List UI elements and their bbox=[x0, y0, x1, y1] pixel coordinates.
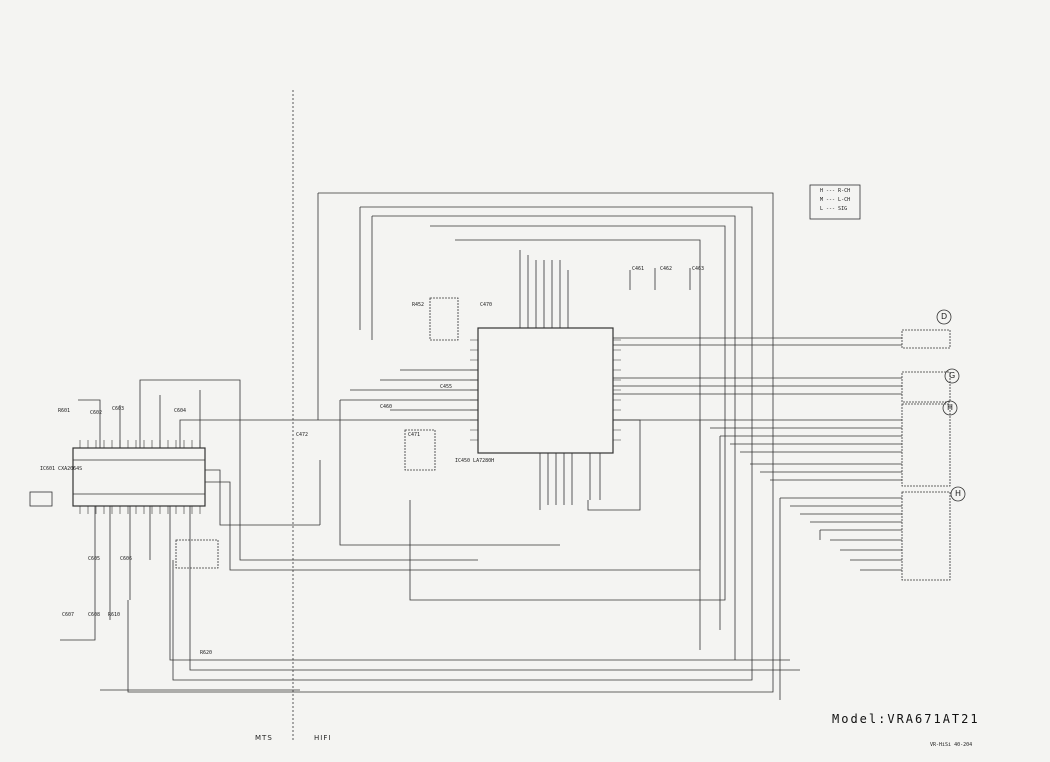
part-label: C470 bbox=[480, 302, 493, 308]
connector-ref-d: D bbox=[941, 312, 948, 321]
connector-d bbox=[901, 329, 951, 349]
connector-ref-h2: H bbox=[955, 489, 962, 498]
legend-line-3: L --- SIG bbox=[820, 206, 848, 212]
part-label: R620 bbox=[200, 650, 213, 656]
part-label: C462 bbox=[660, 266, 673, 272]
model-title: Model:VRA671AT21 bbox=[832, 712, 980, 726]
part-label: C608 bbox=[88, 612, 101, 618]
part-label: C472 bbox=[296, 432, 309, 438]
part-label: C460 bbox=[380, 404, 393, 410]
part-label: C604 bbox=[174, 408, 187, 414]
part-label: C607 bbox=[62, 612, 75, 618]
section-label-mts: MTS bbox=[255, 734, 273, 742]
part-label: C605 bbox=[88, 556, 101, 562]
legend-line-1: H --- R-CH bbox=[820, 188, 851, 194]
ref-circle-g bbox=[944, 368, 960, 384]
connector-ref-g: G bbox=[949, 371, 956, 380]
connector-g bbox=[901, 371, 951, 403]
legend-box bbox=[809, 184, 861, 220]
ref-circle-h1 bbox=[942, 400, 958, 416]
ref-circle-h2 bbox=[950, 486, 966, 502]
part-label: C463 bbox=[692, 266, 705, 272]
connector-ref-h1: H bbox=[947, 403, 954, 412]
footer-note: VR-HiSi 40-204 bbox=[930, 742, 973, 748]
connector-h1 bbox=[901, 403, 951, 487]
section-label-hifi: HIFI bbox=[314, 734, 332, 742]
legend-line-2: M --- L-CH bbox=[820, 197, 851, 203]
part-label: C603 bbox=[112, 406, 125, 412]
part-label: R610 bbox=[108, 612, 121, 618]
part-label: R452 bbox=[412, 302, 425, 308]
part-label: R601 bbox=[58, 408, 71, 414]
part-label: C461 bbox=[632, 266, 645, 272]
part-label: C455 bbox=[440, 384, 453, 390]
part-label: C471 bbox=[408, 432, 421, 438]
mts-ic-label: IC601 CXA2064S bbox=[40, 466, 83, 472]
hifi-ic-label: IC450 LA7280H bbox=[455, 458, 495, 464]
ref-circle-d bbox=[936, 309, 952, 325]
part-label: C606 bbox=[120, 556, 133, 562]
mts-ic-body bbox=[72, 447, 206, 507]
hifi-ic-body bbox=[477, 327, 614, 454]
connector-h2 bbox=[901, 491, 951, 581]
part-label: C602 bbox=[90, 410, 103, 416]
